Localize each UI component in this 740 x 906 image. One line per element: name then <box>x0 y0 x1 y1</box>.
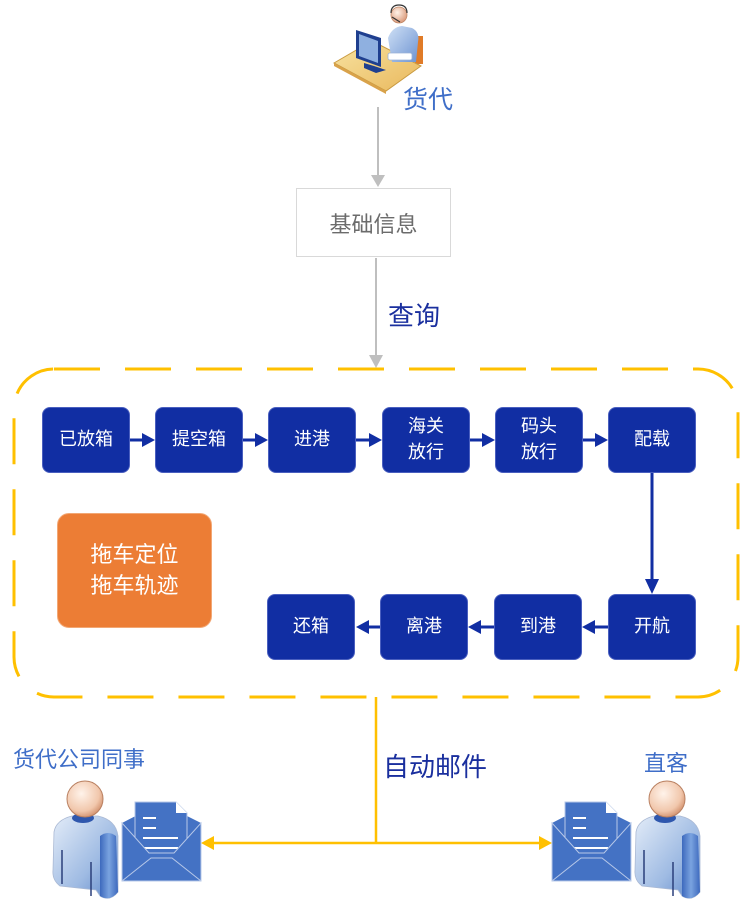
step-label: 已放箱 <box>59 429 113 450</box>
base-info-label: 基础信息 <box>329 212 418 238</box>
step-customs-release[interactable]: 海关 放行 <box>382 407 470 473</box>
step-label-line2: 放行 <box>408 442 444 463</box>
step-label: 提空箱 <box>172 429 226 450</box>
auto-email-label: 自动邮件 <box>383 753 488 783</box>
step-arrow <box>356 620 380 634</box>
step-label-line2: 放行 <box>521 442 557 463</box>
step-arrow <box>468 620 494 634</box>
query-label: 查询 <box>388 302 441 332</box>
truck-tracking-box[interactable]: 拖车定位 拖车轨迹 <box>57 513 212 628</box>
step-arrow <box>243 433 268 447</box>
step-label: 配载 <box>634 429 670 450</box>
arrowhead-info-to-process <box>369 355 383 368</box>
step-container-released[interactable]: 已放箱 <box>42 407 130 473</box>
step-arrow-down <box>645 473 659 594</box>
arrowhead-agent-to-info <box>371 175 385 187</box>
step-arrow <box>582 433 608 447</box>
step-terminal-release[interactable]: 码头 放行 <box>495 407 583 473</box>
envelope-icon <box>121 801 202 882</box>
arrowhead-to-colleague <box>201 836 214 850</box>
step-label: 进港 <box>294 429 330 450</box>
step-arrow <box>356 433 382 447</box>
user-icon <box>634 780 701 899</box>
base-info-box[interactable]: 基础信息 <box>296 188 451 257</box>
step-departure[interactable]: 开航 <box>608 594 696 660</box>
user-icon <box>52 780 119 899</box>
envelope-icon <box>551 801 632 882</box>
step-empty-pickup[interactable]: 提空箱 <box>155 407 243 473</box>
step-container-return[interactable]: 还箱 <box>267 594 355 660</box>
step-label-line1: 码头 <box>521 416 557 437</box>
step-label-line1: 海关 <box>408 416 444 437</box>
step-arrow <box>130 433 155 447</box>
step-gate-in[interactable]: 进港 <box>268 407 356 473</box>
step-label: 离港 <box>406 616 442 637</box>
step-label: 还箱 <box>293 616 329 637</box>
agent-at-desk-icon <box>332 4 423 94</box>
step-stowage[interactable]: 配载 <box>608 407 696 473</box>
truck-trajectory-label: 拖车轨迹 <box>90 573 179 599</box>
step-arrow <box>582 620 608 634</box>
freight-forwarder-label: 货代 <box>403 85 454 114</box>
step-label: 到港 <box>520 616 556 637</box>
step-arrival[interactable]: 到港 <box>494 594 582 660</box>
arrowhead-to-direct-client <box>539 836 552 850</box>
step-arrow <box>469 433 495 447</box>
colleague-label: 货代公司同事 <box>13 748 146 773</box>
step-gate-out[interactable]: 离港 <box>380 594 468 660</box>
step-label: 开航 <box>634 616 670 637</box>
truck-location-label: 拖车定位 <box>90 542 179 568</box>
direct-client-label: 直客 <box>644 752 689 777</box>
process-container-border <box>12 367 740 699</box>
